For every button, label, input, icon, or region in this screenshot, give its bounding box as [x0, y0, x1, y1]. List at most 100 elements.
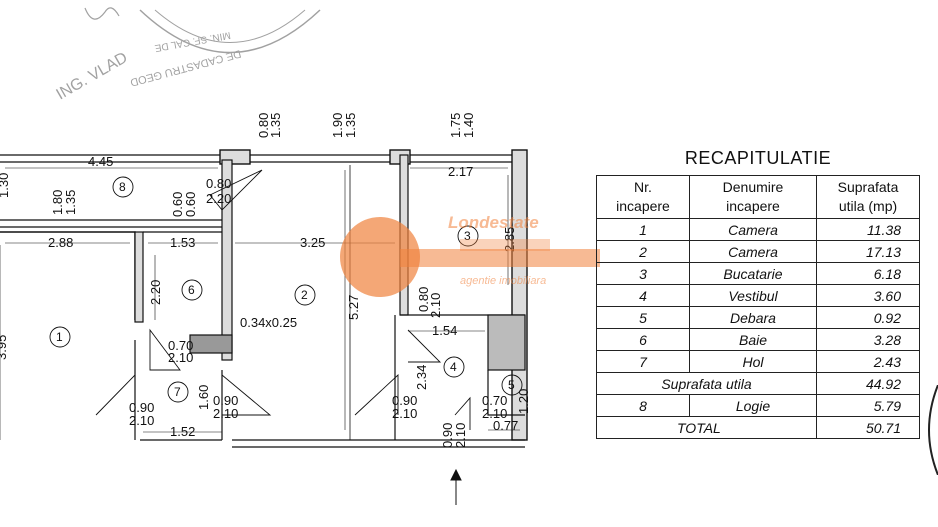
dim-deb-w: 0.77 [493, 418, 518, 433]
room-number-5: 5 [508, 378, 515, 392]
total-value: 50.71 [816, 416, 920, 439]
dim-logia-door-b: 2.20 [206, 191, 231, 206]
dim-hol-door1-a: 0.90 [129, 400, 154, 415]
dim-entry-a: 0.90 [440, 423, 455, 448]
door-swings [95, 169, 471, 430]
room-number-8: 8 [119, 180, 126, 194]
dim-room2-w: 3.25 [300, 235, 325, 250]
dim-hol-h: 1.60 [196, 385, 211, 410]
dim-vest-door-a: 0.90 [392, 393, 417, 408]
dim-door-b: 2.10 [168, 350, 193, 365]
room-area-cell: 2.43 [816, 350, 920, 373]
room-name-cell: Bucatarie [689, 262, 817, 285]
dim-entry-b: 2.10 [453, 423, 468, 448]
dim-top-window3-b: 1.40 [461, 113, 476, 138]
header-nr: Nr.incapere [596, 175, 690, 219]
dim-door-a: 0.70 [168, 338, 193, 353]
room-name-cell: Vestibul [689, 284, 817, 307]
dim-kitchen-h: 2.85 [502, 227, 517, 252]
total-label: TOTAL [596, 416, 817, 439]
room-area-cell: 0.92 [816, 306, 920, 329]
room-number-4: 4 [450, 360, 457, 374]
room-name-cell: Debara [689, 306, 817, 329]
dim-logia-door-a: 0.80 [206, 176, 231, 191]
dim-vest-h: 2.34 [414, 365, 429, 390]
dim-deb-door-b: 2.10 [482, 406, 507, 421]
dim-bath-h: 2.20 [148, 280, 163, 305]
dim-top-window3-a: 1.75 [448, 113, 463, 138]
entry-arrow-icon [450, 468, 462, 505]
dim-top-window2-b: 1.35 [343, 113, 358, 138]
room-nr-cell: 1 [596, 218, 690, 241]
edge-stamp [928, 385, 938, 475]
room-nr-cell: 7 [596, 350, 690, 373]
room-markers [49, 176, 523, 403]
room-name-cell: Camera [689, 218, 817, 241]
room-numbers: 8 1 2 3 4 5 6 7 [56, 180, 515, 399]
dim-room2-h: 5.27 [346, 295, 361, 320]
useful-area-label: Suprafata utila [596, 372, 817, 395]
dim-top-window1-b: 1.35 [268, 113, 283, 138]
stamp-text-top: ING. VLAD [54, 49, 131, 103]
room-name-cell: Hol [689, 350, 817, 373]
room-area-cell: 5.79 [816, 394, 920, 417]
stamp-text-ring: DE CADASTRU GEOD [129, 47, 243, 88]
walls [0, 149, 528, 448]
dim-top-window1-a: 0.80 [256, 113, 271, 138]
dim-logia-len: 4.45 [88, 154, 113, 169]
room-nr-cell: 5 [596, 306, 690, 329]
room-area-cell: 3.28 [816, 328, 920, 351]
dim-deb-door-a: 0.70 [482, 393, 507, 408]
room-number-6: 6 [188, 283, 195, 297]
dim-hol-door1-b: 2.10 [129, 413, 154, 428]
dim-kitchen-w: 2.17 [448, 164, 473, 179]
room-number-2: 2 [301, 288, 308, 302]
room-nr-cell: 3 [596, 262, 690, 285]
room-nr-cell: 6 [596, 328, 690, 351]
room-area-cell: 6.18 [816, 262, 920, 285]
room-area-cell: 11.38 [816, 218, 920, 241]
room-name-cell: Baie [689, 328, 817, 351]
dim-logia-w1-b: 1.35 [63, 190, 78, 215]
dimension-labels: 0.80 1.35 1.90 1.35 1.75 1.40 4.45 1.30 … [0, 113, 531, 448]
surveyor-stamp: ING. VLAD DE CADASTRU GEOD MIN. SF. CAL … [54, 7, 321, 103]
floor-plan: ING. VLAD DE CADASTRU GEOD MIN. SF. CAL … [0, 7, 531, 505]
stamp-text-inner: MIN. SF. CAL DE [153, 29, 231, 53]
dim-deb-h: 1.20 [516, 389, 531, 414]
room-number-7: 7 [174, 385, 181, 399]
room-nr-cell: 8 [596, 394, 690, 417]
room-name-cell: Camera [689, 240, 817, 263]
room-area-cell: 17.13 [816, 240, 920, 263]
room-area-cell: 3.60 [816, 284, 920, 307]
dim-room1-w: 2.88 [48, 235, 73, 250]
dim-top-window2-a: 1.90 [330, 113, 345, 138]
dim-logia-left: 1.30 [0, 173, 11, 198]
dim-logia-w2-a: 0.60 [170, 192, 185, 217]
recap-title: RECAPITULATIE [684, 148, 832, 168]
room-nr-cell: 2 [596, 240, 690, 263]
dim-vest-door-b: 2.10 [392, 406, 417, 421]
dim-logia-w2-b: 0.60 [183, 192, 198, 217]
dim-vest-w: 1.54 [432, 323, 457, 338]
room-number-3: 3 [464, 229, 471, 243]
dim-column: 0.34x0.25 [240, 315, 297, 330]
dim-bath-w: 1.53 [170, 235, 195, 250]
room-name-cell: Logie [689, 394, 817, 417]
room-number-1: 1 [56, 330, 63, 344]
dim-hol-door2-a: 0.90 [213, 393, 238, 408]
